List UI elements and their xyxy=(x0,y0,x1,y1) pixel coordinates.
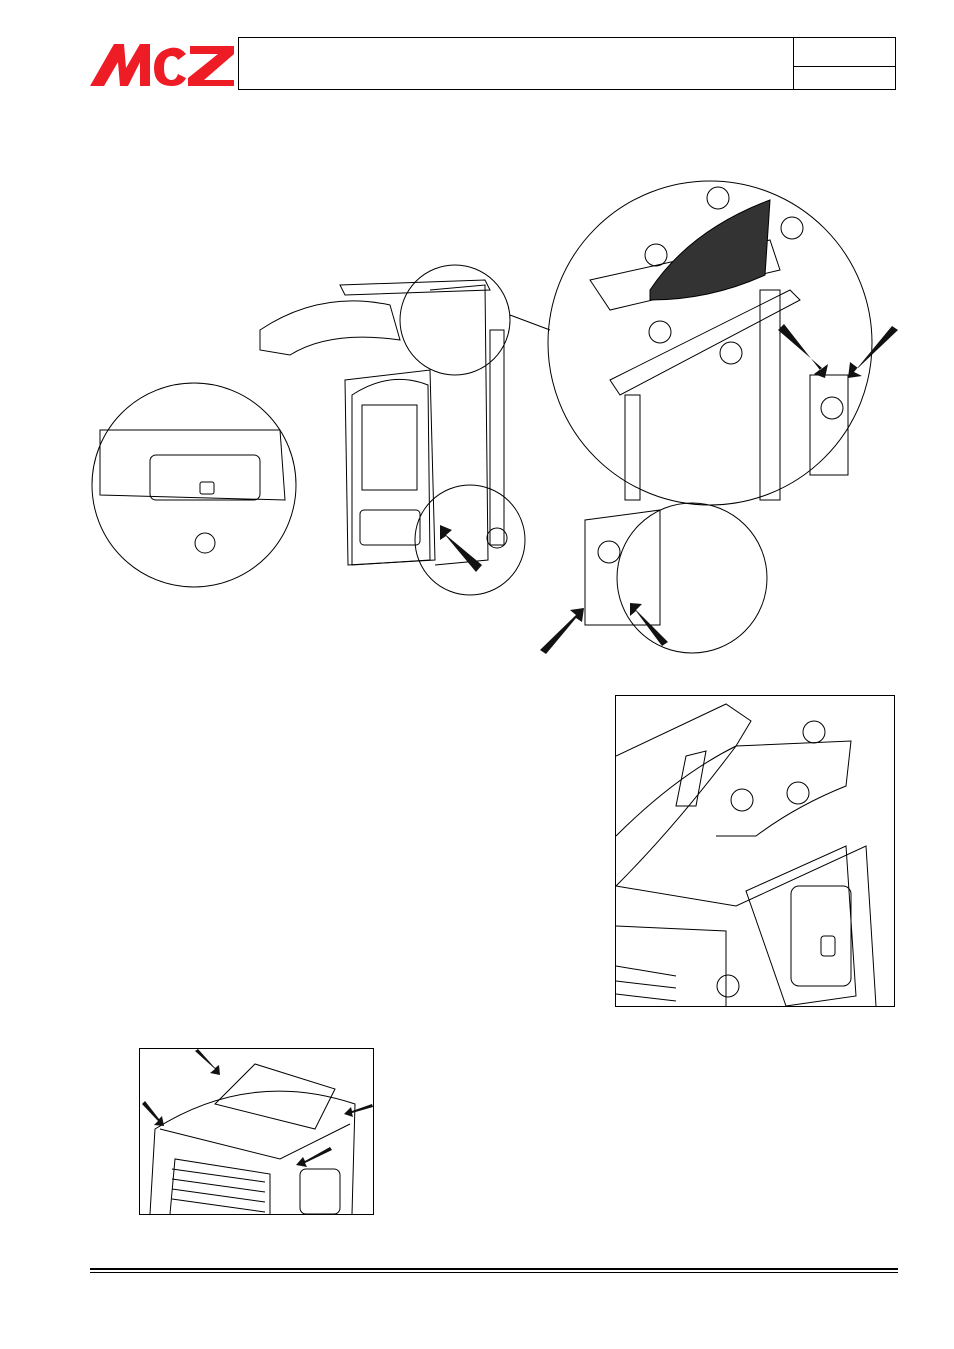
top-screws-figure xyxy=(139,1048,374,1215)
detail-circle-front-drawer xyxy=(91,382,297,588)
document-code-box xyxy=(793,38,895,89)
footer-rule-thin xyxy=(90,1272,898,1273)
callout-circle xyxy=(194,532,216,554)
detail-circle-column-base xyxy=(616,502,768,654)
top-plate-figure xyxy=(615,695,895,1007)
document-title-box xyxy=(238,37,896,90)
mcz-logo xyxy=(90,44,234,86)
stove-assembly-diagram xyxy=(91,180,898,654)
detail-circle-top-frame xyxy=(547,180,873,506)
footer-rule xyxy=(90,1268,898,1270)
